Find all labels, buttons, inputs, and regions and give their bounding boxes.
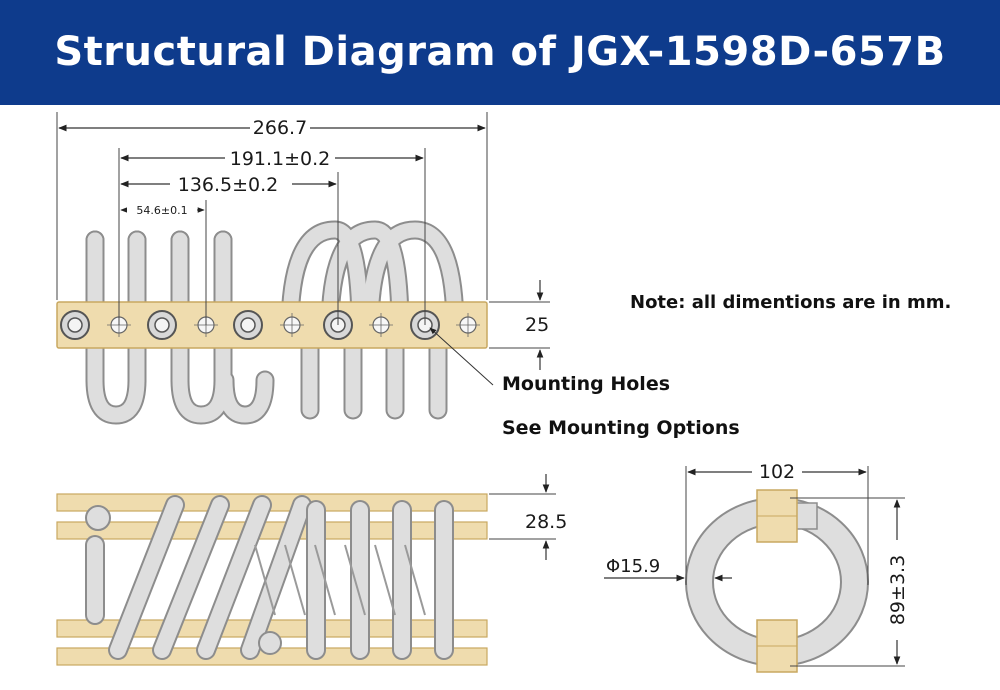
- height-label: 89±3.3: [887, 555, 909, 625]
- side-coil-turn: [154, 497, 228, 658]
- ring-width-label: 102: [759, 461, 795, 483]
- top-coil-segment-fill: [217, 372, 273, 423]
- side-back-strand: [284, 544, 306, 616]
- mounting-holes-label: Mounting Holes: [502, 373, 671, 395]
- end-ring-tail: [794, 502, 818, 530]
- side-coil-turn: [198, 497, 270, 658]
- side-back-strand: [404, 544, 426, 616]
- end-view: 102 Φ15.9 89±3.3: [604, 461, 909, 673]
- bolt-core: [154, 317, 170, 333]
- bar-height-label: 25: [525, 314, 549, 336]
- side-back-strand: [314, 544, 336, 616]
- mounting-options-label: See Mounting Options: [502, 417, 740, 439]
- side-bar-top-a: [56, 493, 488, 512]
- side-bolt-bottom: [258, 631, 282, 655]
- top-coil-segment-fill: [322, 222, 408, 338]
- overall-length-label: 266.7: [253, 117, 307, 139]
- side-back-strand: [374, 544, 396, 616]
- page-title: Structural Diagram of JGX-1598D-657B: [54, 29, 946, 75]
- side-bolt-top: [85, 505, 111, 531]
- hole-span-inner-label: 136.5±0.2: [178, 174, 279, 196]
- side-bar-top-b: [56, 521, 488, 540]
- bolt-core: [240, 317, 256, 333]
- hole-span-outer-label: 191.1±0.2: [230, 148, 331, 170]
- bolt-core: [67, 317, 83, 333]
- side-coil-turns: [85, 495, 454, 660]
- top-view: 266.7 191.1±0.2 136.5±0.2 54.6±0.1 25: [56, 112, 550, 425]
- side-coil-turn: [242, 497, 310, 658]
- side-thickness-label: 28.5: [525, 511, 567, 533]
- hole-pitch-label: 54.6±0.1: [136, 204, 187, 217]
- side-back-strand: [254, 544, 276, 616]
- top-coil-segment-fill: [362, 222, 463, 338]
- side-coil-turn: [110, 497, 183, 658]
- side-view: 28.5: [56, 474, 567, 666]
- side-back-strand: [344, 544, 366, 616]
- units-note: Note: all dimentions are in mm.: [630, 292, 952, 313]
- top-coil-segment-fill: [87, 232, 145, 423]
- top-coil-segment-fill: [282, 222, 368, 338]
- wire-diameter-label: Φ15.9: [606, 556, 660, 577]
- title-banner: Structural Diagram of JGX-1598D-657B: [0, 0, 1000, 105]
